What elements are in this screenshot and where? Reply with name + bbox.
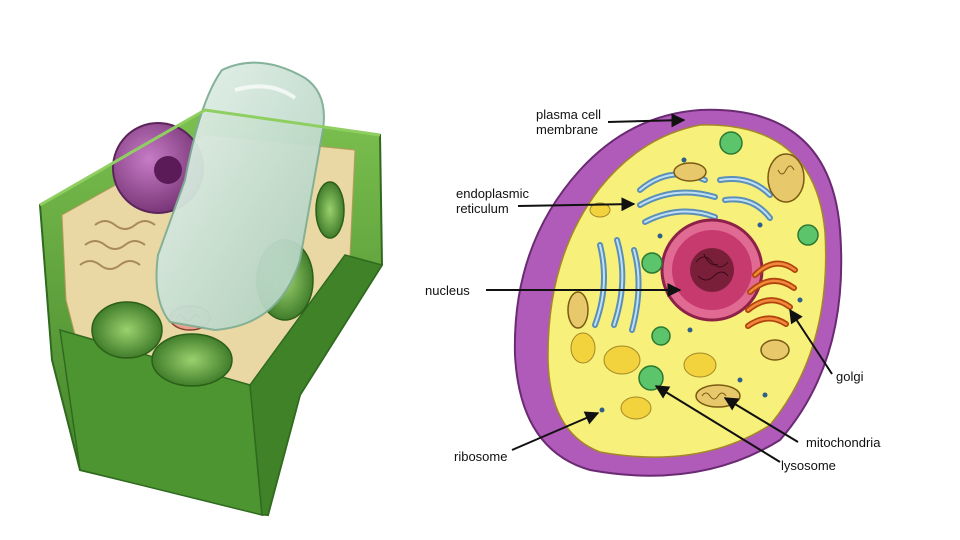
mitochondrion	[568, 292, 588, 328]
label-mitochondria: mitochondria	[806, 435, 880, 450]
plant-chloroplast	[152, 334, 232, 386]
animal-nucleolus	[690, 248, 734, 292]
label-golgi: golgi	[836, 369, 863, 384]
plant-chloroplast	[316, 182, 344, 238]
label-nucleus: nucleus	[425, 283, 470, 298]
lysosome	[652, 327, 670, 345]
mitochondrion	[674, 163, 706, 181]
label-endoplasmic-reticulum: endoplasmic reticulum	[456, 186, 529, 216]
label-plasma-membrane: plasma cell membrane	[536, 107, 601, 137]
lysosome	[642, 253, 662, 273]
lysosome	[798, 225, 818, 245]
mitochondrion	[768, 154, 804, 202]
lysosome	[720, 132, 742, 154]
animal-cell	[486, 110, 841, 476]
plant-chloroplast	[92, 302, 162, 358]
plant-cell	[40, 63, 382, 515]
plant-nucleolus	[154, 156, 182, 184]
mitochondrion	[761, 340, 789, 360]
label-ribosome: ribosome	[454, 449, 507, 464]
lysosome	[639, 366, 663, 390]
label-lysosome: lysosome	[781, 458, 836, 473]
